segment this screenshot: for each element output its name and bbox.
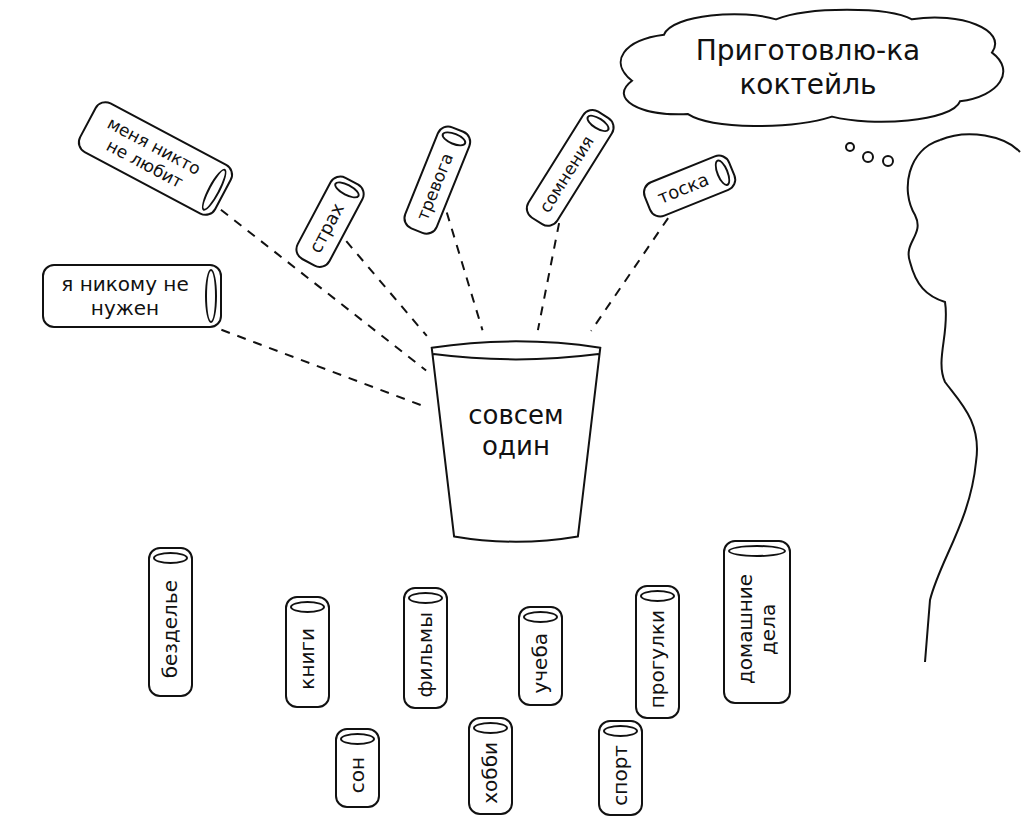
can-upright: сон	[335, 728, 380, 808]
text-holder: меня никто не любит	[88, 110, 209, 200]
text-holder: хобби	[479, 742, 502, 804]
text-holder: книги	[296, 628, 319, 690]
can-lid	[473, 722, 508, 734]
text-holder: учеба	[529, 633, 552, 694]
can-lid	[728, 545, 786, 557]
can-lid	[332, 179, 362, 203]
dashed-pour-line	[538, 223, 559, 330]
node-text: спорт	[609, 745, 632, 806]
can-upright: домашние дела	[723, 540, 791, 704]
node-text: учеба	[529, 633, 552, 694]
text-holder: тревога	[412, 150, 457, 223]
dashed-pour-line	[221, 330, 425, 407]
can-lid	[340, 733, 375, 745]
can-lid	[408, 592, 443, 604]
node-text: безделье	[159, 580, 182, 678]
dashed-pour-line	[447, 213, 483, 331]
node-text: тоска	[655, 169, 713, 209]
can-upright: безделье	[148, 547, 193, 697]
text-holder: домашние дела	[734, 565, 780, 693]
dashed-pour-line	[346, 241, 427, 336]
text-holder: спорт	[609, 745, 632, 806]
node-text: сомнения	[535, 132, 598, 216]
thought-dot	[863, 152, 873, 162]
node-text: книги	[296, 628, 319, 690]
can-lid	[523, 611, 558, 623]
can-lid	[640, 590, 675, 602]
node-text: страх	[305, 199, 349, 256]
can-lid	[439, 128, 468, 149]
text-holder: сомнения	[535, 132, 598, 216]
can-upright: спорт	[598, 720, 643, 817]
node-text: меня никто не любит	[88, 110, 209, 200]
node-text: сон	[346, 757, 369, 793]
can-flying: тревога	[399, 122, 474, 238]
cloud-outline-path	[621, 10, 1004, 126]
node-text: домашние дела	[734, 565, 780, 693]
text-holder: сон	[346, 757, 369, 793]
node-text: прогулки	[646, 610, 669, 708]
thought-cloud: Приготовлю-ка коктейль	[608, 4, 1008, 132]
dashed-pour-line	[591, 218, 668, 331]
can-lid	[153, 552, 188, 564]
can-flying: я никому не нужен	[42, 264, 222, 328]
can-lid	[583, 112, 612, 136]
node-text: Приготовлю-ка коктейль	[643, 34, 973, 101]
text-holder: фильмы	[414, 612, 437, 698]
can-upright: хобби	[468, 717, 513, 815]
can-lid	[290, 601, 325, 613]
can-flying: меня никто не любит	[73, 97, 237, 220]
node-text: совсем один	[457, 400, 575, 462]
text-holder: безделье	[159, 580, 182, 678]
node-text: я никому не нужен	[55, 272, 195, 320]
node-text: фильмы	[414, 612, 437, 698]
thought-dot	[883, 156, 893, 166]
person-outline	[908, 140, 977, 662]
can-upright: учеба	[518, 606, 563, 706]
can-flying: тоска	[640, 151, 741, 221]
thought-dot	[846, 143, 854, 151]
person-outline	[940, 134, 1020, 152]
can-upright: прогулки	[635, 585, 680, 719]
can-lid	[603, 725, 638, 737]
cup-outline-path	[432, 341, 601, 541]
can-lid	[712, 158, 733, 188]
text-holder: совсем один	[457, 400, 575, 462]
node-text: хобби	[479, 742, 502, 804]
can-lid	[205, 269, 217, 323]
text-holder: Приготовлю-ка коктейль	[643, 34, 973, 101]
text-holder: тоска	[655, 169, 713, 209]
can-flying: сомнения	[521, 105, 619, 232]
cup: совсем один	[430, 335, 602, 547]
can-upright: книги	[285, 596, 330, 708]
text-holder: прогулки	[646, 610, 669, 708]
text-holder: я никому не нужен	[55, 272, 195, 320]
node-text: тревога	[412, 150, 457, 223]
can-upright: фильмы	[403, 587, 448, 709]
text-holder: страх	[305, 199, 349, 256]
can-flying: страх	[291, 172, 368, 272]
